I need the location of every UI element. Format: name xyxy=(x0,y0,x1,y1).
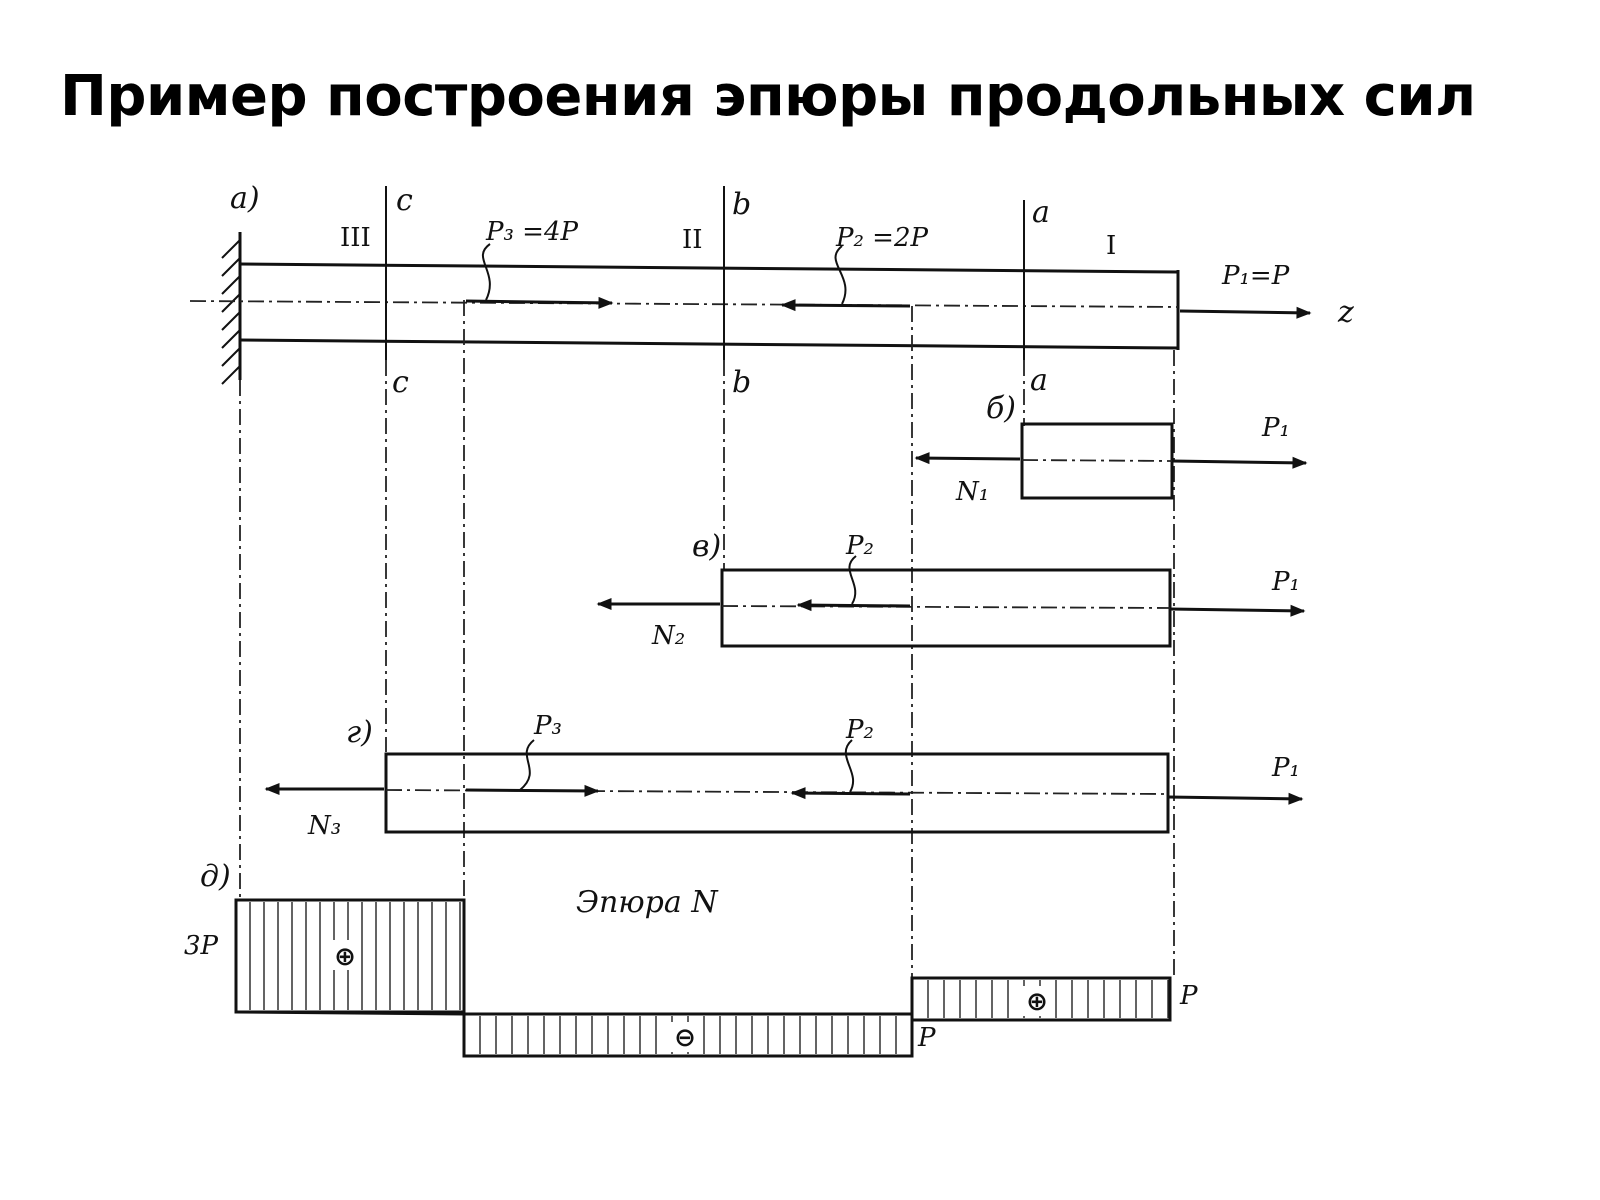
p2-label: P₂ =2P xyxy=(835,223,929,253)
epure-region-3 xyxy=(234,898,466,1014)
segment-g-p2-leader xyxy=(844,739,855,793)
segment-g-p3-arrow xyxy=(465,784,600,797)
segment-v-p2-label: P₂ xyxy=(845,531,874,561)
segment-v-p1-arrow xyxy=(1169,604,1306,617)
section-a-bottom: a xyxy=(1030,363,1048,398)
label-a: а) xyxy=(230,181,260,216)
epure-plus-right: ⊕ xyxy=(1026,987,1048,1017)
p3-leader xyxy=(481,243,491,301)
section-c-top: c xyxy=(396,183,413,218)
axis-line xyxy=(189,300,1179,308)
p1-arrow xyxy=(1179,306,1312,319)
epure-minus: ⊖ xyxy=(674,1023,696,1053)
n2-label: N₂ xyxy=(651,621,685,651)
label-b: б) xyxy=(986,391,1016,426)
segment-v-axis xyxy=(721,605,1171,609)
section-c-bottom: c xyxy=(392,365,409,400)
region-2-label: II xyxy=(682,225,703,255)
epure-plus-right-bg xyxy=(1022,986,1052,1016)
segment-g-p3-label: P₃ xyxy=(533,711,562,741)
n1-arrow xyxy=(914,452,1021,465)
label-g: г) xyxy=(346,715,373,750)
p3-label: P₃ =4P xyxy=(485,217,579,247)
page-title: Пример построения эпюры продольных сил xyxy=(60,64,1476,129)
segment-g-bar xyxy=(384,752,1170,834)
segment-g-p3-leader xyxy=(519,739,535,791)
region-3-label: III xyxy=(340,223,371,253)
segment-g-p1-arrow xyxy=(1167,792,1304,805)
section-a-top: a xyxy=(1032,195,1050,230)
section-b-top: b xyxy=(732,187,751,222)
epure-plus-left: ⊕ xyxy=(334,942,356,972)
segment-v-p2-arrow xyxy=(796,599,911,612)
segment-g-p2-arrow xyxy=(790,787,911,800)
epure-minus-bg xyxy=(670,1022,700,1052)
epure-value-left: 3P xyxy=(184,931,219,961)
epure-plus-left-bg xyxy=(330,940,360,970)
segment-g-p1-label: P₁ xyxy=(1271,753,1300,783)
epure-value-right: P xyxy=(1179,981,1198,1011)
section-b-bottom: b xyxy=(732,365,751,400)
p2-arrow xyxy=(780,299,911,312)
axis-z-label: z xyxy=(1337,295,1354,330)
n1-label: N₁ xyxy=(955,477,989,507)
epure-caption: Эпюра N xyxy=(576,885,719,920)
segment-g-p2-label: P₂ xyxy=(845,715,874,745)
wall-support xyxy=(221,232,242,385)
n3-label: N₃ xyxy=(307,811,341,841)
segment-v-p1-label: P₁ xyxy=(1271,567,1300,597)
region-1-label: I xyxy=(1106,231,1116,261)
p3-arrow xyxy=(465,296,614,309)
segment-v-p2-leader xyxy=(848,555,857,605)
segment-b-axis xyxy=(1021,459,1173,462)
epure-value-mid: P xyxy=(917,1023,936,1053)
label-d: д) xyxy=(200,859,231,894)
p2-leader xyxy=(834,245,847,305)
segment-b-p1-arrow xyxy=(1171,456,1308,469)
section-lines xyxy=(239,186,1175,1016)
epure-baseline-left xyxy=(235,1010,465,1016)
main-bar xyxy=(239,262,1180,350)
segment-b-p1-label: P₁ xyxy=(1261,413,1290,443)
label-v: в) xyxy=(692,529,721,564)
p1-eq-label: P₁=P xyxy=(1221,261,1290,291)
